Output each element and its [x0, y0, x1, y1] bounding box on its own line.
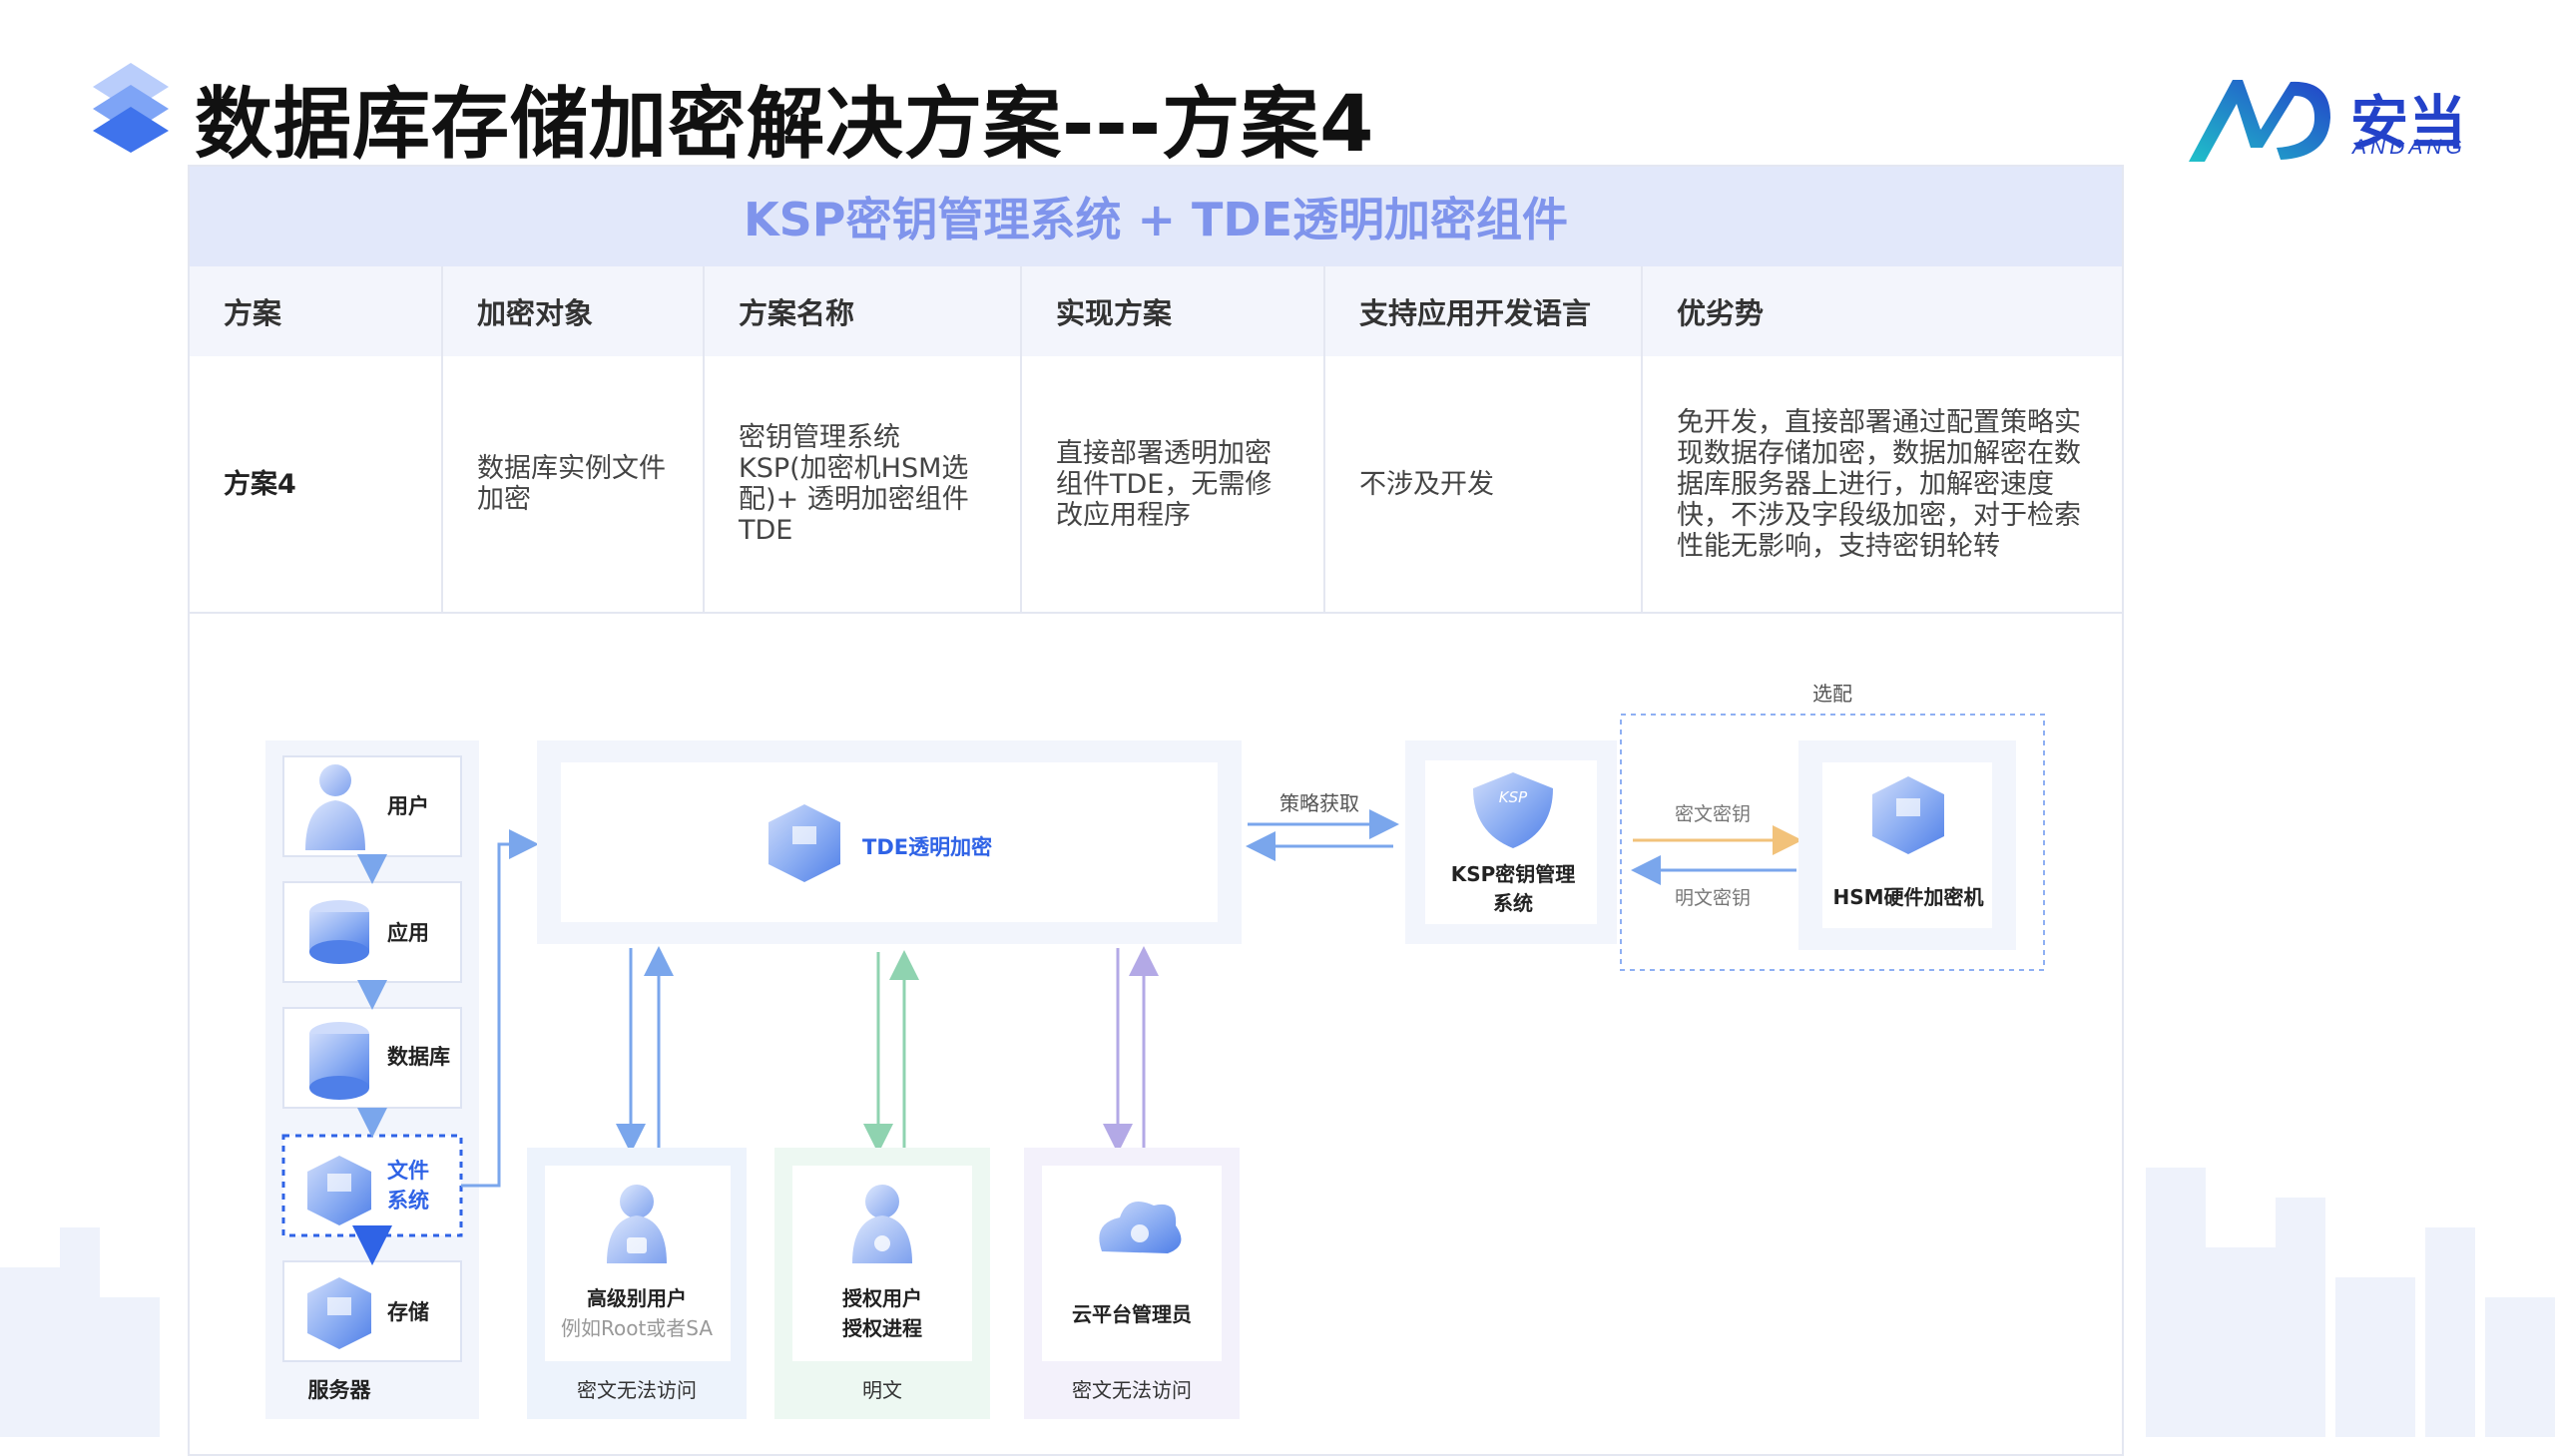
logo-text-en: ANDANG — [2352, 136, 2466, 159]
sa-label-line1: 高级别用户 — [587, 1286, 687, 1310]
company-logo: 安当 ANDANG — [2181, 70, 2466, 170]
ksp-shield-icon: KSP — [1473, 772, 1553, 848]
column-header: 加密对象 — [443, 266, 705, 356]
andang-logo-icon — [2189, 80, 2330, 162]
filesystem-label-line1: 文件 — [387, 1159, 429, 1183]
server-stack: 用户 应用 数据库 文件 系统 存储 服务器 — [265, 740, 479, 1419]
optional-label: 选配 — [1812, 682, 1852, 706]
cipher-key-label: 密文密钥 — [1675, 803, 1751, 825]
storage-icon — [307, 1277, 371, 1349]
column-header: 支持应用开发语言 — [1325, 266, 1643, 356]
filesystem-icon — [307, 1156, 371, 1225]
svg-text:KSP: KSP — [1499, 788, 1528, 806]
cloud-node: 云平台管理员 密文无法访问 — [1024, 1148, 1240, 1419]
tde-node: TDE透明加密 — [537, 740, 1242, 944]
table-row: 方案4 数据库实例文件加密 密钥管理系统KSP(加密机HSM选配)+ 透明加密组… — [190, 356, 2122, 614]
column-header: 方案名称 — [705, 266, 1022, 356]
hsm-node: HSM硬件加密机 — [1798, 740, 2016, 950]
hsm-label: HSM硬件加密机 — [1832, 885, 1983, 909]
auth-label-line1: 授权用户 — [842, 1286, 922, 1310]
layers-icon — [93, 63, 169, 153]
server-caption: 服务器 — [308, 1378, 372, 1402]
key-user-icon — [852, 1185, 912, 1263]
page-title: 数据库存储加密解决方案---方案4 — [195, 80, 1375, 170]
logo-text-cn: 安当 — [2350, 89, 2467, 157]
ksp-node: KSP KSP密钥管理 系统 — [1405, 740, 1617, 944]
database-icon — [309, 1022, 369, 1100]
optional-group — [1620, 714, 2045, 971]
cell-lang: 不涉及开发 — [1325, 356, 1643, 612]
user-label: 用户 — [387, 794, 429, 818]
auth-label-line2: 授权进程 — [842, 1316, 922, 1340]
cell-name: 密钥管理系统KSP(加密机HSM选配)+ 透明加密组件TDE — [705, 356, 1022, 612]
sa-label-line2: 例如Root或者SA — [561, 1316, 713, 1340]
cloud-label: 云平台管理员 — [1072, 1302, 1192, 1326]
hsm-icon — [1872, 776, 1944, 854]
auth-caption: 明文 — [862, 1378, 902, 1402]
column-header: 方案 — [190, 266, 443, 356]
plain-key-label: 明文密钥 — [1675, 887, 1751, 909]
user-icon — [305, 764, 365, 850]
cell-scheme: 方案4 — [190, 356, 443, 612]
ksp-label-line1: KSP密钥管理 — [1451, 862, 1576, 886]
tde-icon — [768, 804, 840, 882]
storage-label: 存储 — [387, 1300, 429, 1324]
tde-label: TDE透明加密 — [862, 835, 992, 859]
sa-caption: 密文无法访问 — [577, 1378, 697, 1402]
database-label: 数据库 — [387, 1045, 450, 1069]
arrow-fs-tde — [461, 829, 539, 1188]
column-header: 优劣势 — [1677, 296, 1765, 330]
table-header-row: 方案 加密对象 方案名称 实现方案 支持应用开发语言 优劣势 — [190, 266, 2122, 358]
cell-target: 数据库实例文件加密 — [443, 356, 705, 612]
cell-impl: 直接部署透明加密组件TDE，无需修改应用程序 — [1022, 356, 1325, 612]
cloud-caption: 密文无法访问 — [1072, 1378, 1192, 1402]
column-header: 实现方案 — [1022, 266, 1325, 356]
lock-user-icon — [607, 1185, 667, 1263]
auth-node: 授权用户 授权进程 明文 — [774, 1148, 990, 1419]
cell-pros: 免开发，直接部署通过配置策略实现数据存储加密，数据加解密在数据库服务器上进行，加… — [1677, 406, 2081, 562]
app-label: 应用 — [387, 921, 429, 945]
filesystem-label-line2: 系统 — [387, 1189, 429, 1213]
cloud-icon — [1099, 1202, 1182, 1253]
policy-fetch-label: 策略获取 — [1279, 791, 1359, 815]
sa-node: 高级别用户 例如Root或者SA 密文无法访问 — [527, 1148, 747, 1419]
ksp-label-line2: 系统 — [1493, 891, 1533, 915]
app-icon — [309, 900, 369, 964]
